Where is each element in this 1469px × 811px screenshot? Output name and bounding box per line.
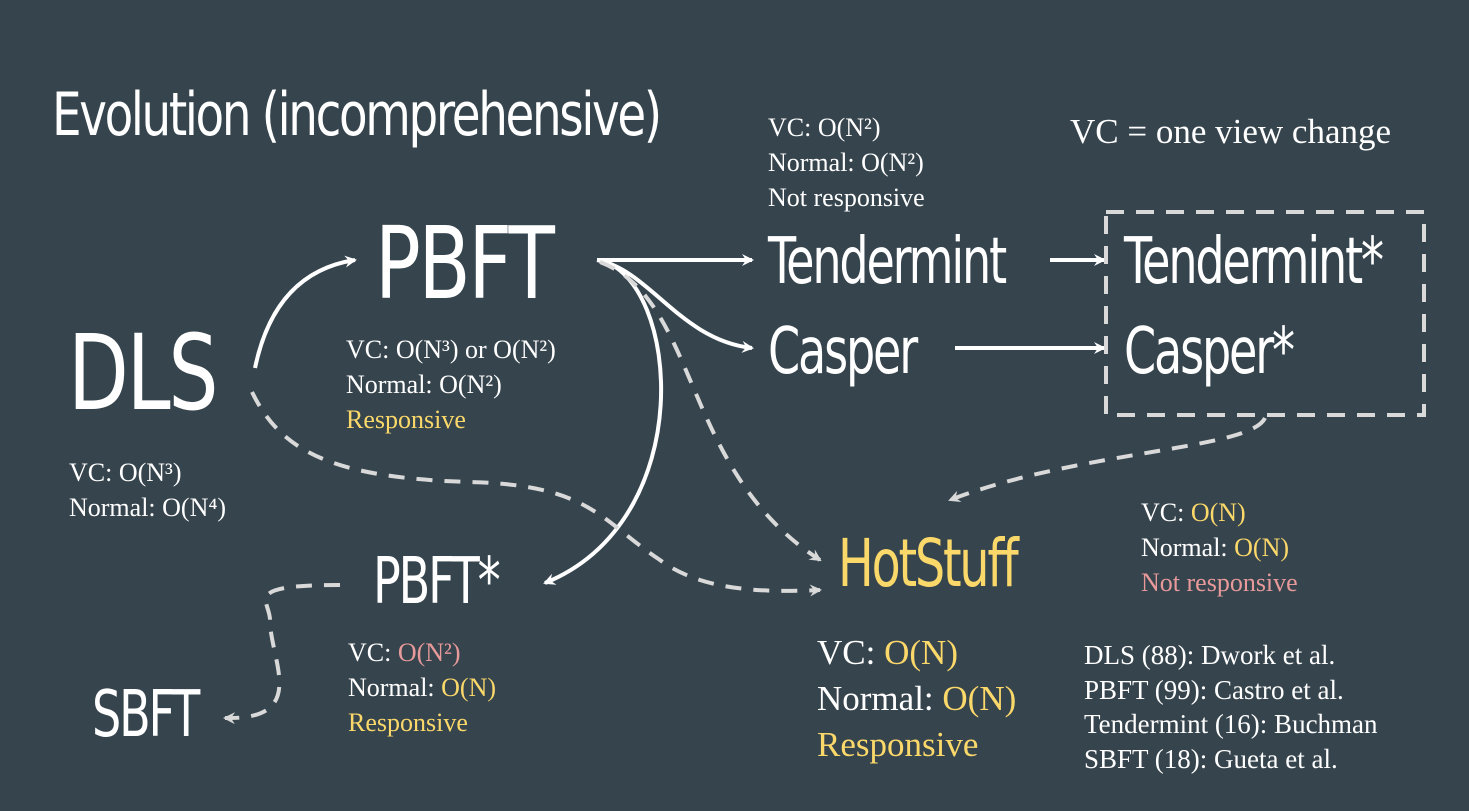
pbft-vc-value: O(N³) or O(N²) xyxy=(395,335,556,364)
arrow-box-hotstuff xyxy=(948,416,1267,503)
reference-item: PBFT (99): Castro et al. xyxy=(1084,674,1344,705)
reference-item: DLS (88): Dwork et al. xyxy=(1084,640,1336,670)
hotstuff-responsive: Responsive xyxy=(817,725,979,764)
stats-tendermint: VC: O(N²) Normal: O(N²) Not responsive xyxy=(768,110,925,215)
pbftstar-normal-value: O(N) xyxy=(441,673,497,702)
stats-pbft-star: VC: O(N²) Normal: O(N) Responsive xyxy=(348,635,496,740)
pbftstar-vc-value: O(N²) xyxy=(397,638,461,667)
node-casper-star: Casper* xyxy=(1124,315,1295,389)
stats-hotstuff: VC: O(N) Normal: O(N) Responsive xyxy=(817,630,1016,768)
tendermintstar-responsive: Not responsive xyxy=(1141,568,1298,597)
arrow-pbft-pbftstar xyxy=(543,258,664,585)
tendermint-responsive: Not responsive xyxy=(768,183,925,212)
page-title: Evolution (incomprehensive) xyxy=(52,80,662,150)
hotstuff-vc-value: O(N) xyxy=(884,633,958,672)
node-sbft: SBFT xyxy=(92,678,200,752)
node-hotstuff: HotStuff xyxy=(838,525,1019,602)
pbftstar-responsive: Responsive xyxy=(348,708,468,737)
stats-pbft: VC: O(N³) or O(N²) Normal: O(N²) Respons… xyxy=(346,332,556,437)
stats-dls: VC: O(N³) Normal: O(N⁴) xyxy=(69,458,227,522)
hotstuff-normal-value: O(N) xyxy=(942,679,1017,718)
arrow-dls-hotstuff xyxy=(250,391,822,597)
star-group-box xyxy=(1104,210,1426,417)
node-dls: DLS xyxy=(68,312,219,434)
dls-vc-value: O(N³) xyxy=(118,458,182,487)
tendermint-normal-value: O(N²) xyxy=(861,148,924,177)
arrow-dls-pbft xyxy=(253,255,357,369)
legend-note: VC = one view change xyxy=(1070,112,1392,151)
dls-normal-value: O(N⁴) xyxy=(162,493,227,522)
tendermintstar-normal-value: O(N) xyxy=(1234,533,1290,562)
pbft-responsive: Responsive xyxy=(346,405,466,434)
reference-item: SBFT (18): Gueta et al. xyxy=(1084,743,1338,774)
stats-tendermint-star: VC: O(N) Normal: O(N) Not responsive xyxy=(1141,495,1298,600)
reference-item: Tendermint (16): Buchman xyxy=(1084,709,1378,739)
node-tendermint: Tendermint xyxy=(768,225,1007,299)
pbft-normal-value: O(N²) xyxy=(439,370,502,399)
references: DLS (88): Dwork et al. PBFT (99): Castro… xyxy=(1084,638,1378,776)
arrow-pbft-hotstuff xyxy=(599,260,822,562)
arrow-pbftstar-sbft xyxy=(223,583,341,725)
tendermint-vc-value: O(N²) xyxy=(817,113,881,142)
node-casper: Casper xyxy=(768,315,918,389)
tendermintstar-vc-value: O(N) xyxy=(1190,498,1246,527)
node-pbft: PBFT xyxy=(375,205,555,322)
node-pbft-star: PBFT* xyxy=(373,545,501,619)
node-tendermint-star: Tendermint* xyxy=(1124,225,1384,299)
